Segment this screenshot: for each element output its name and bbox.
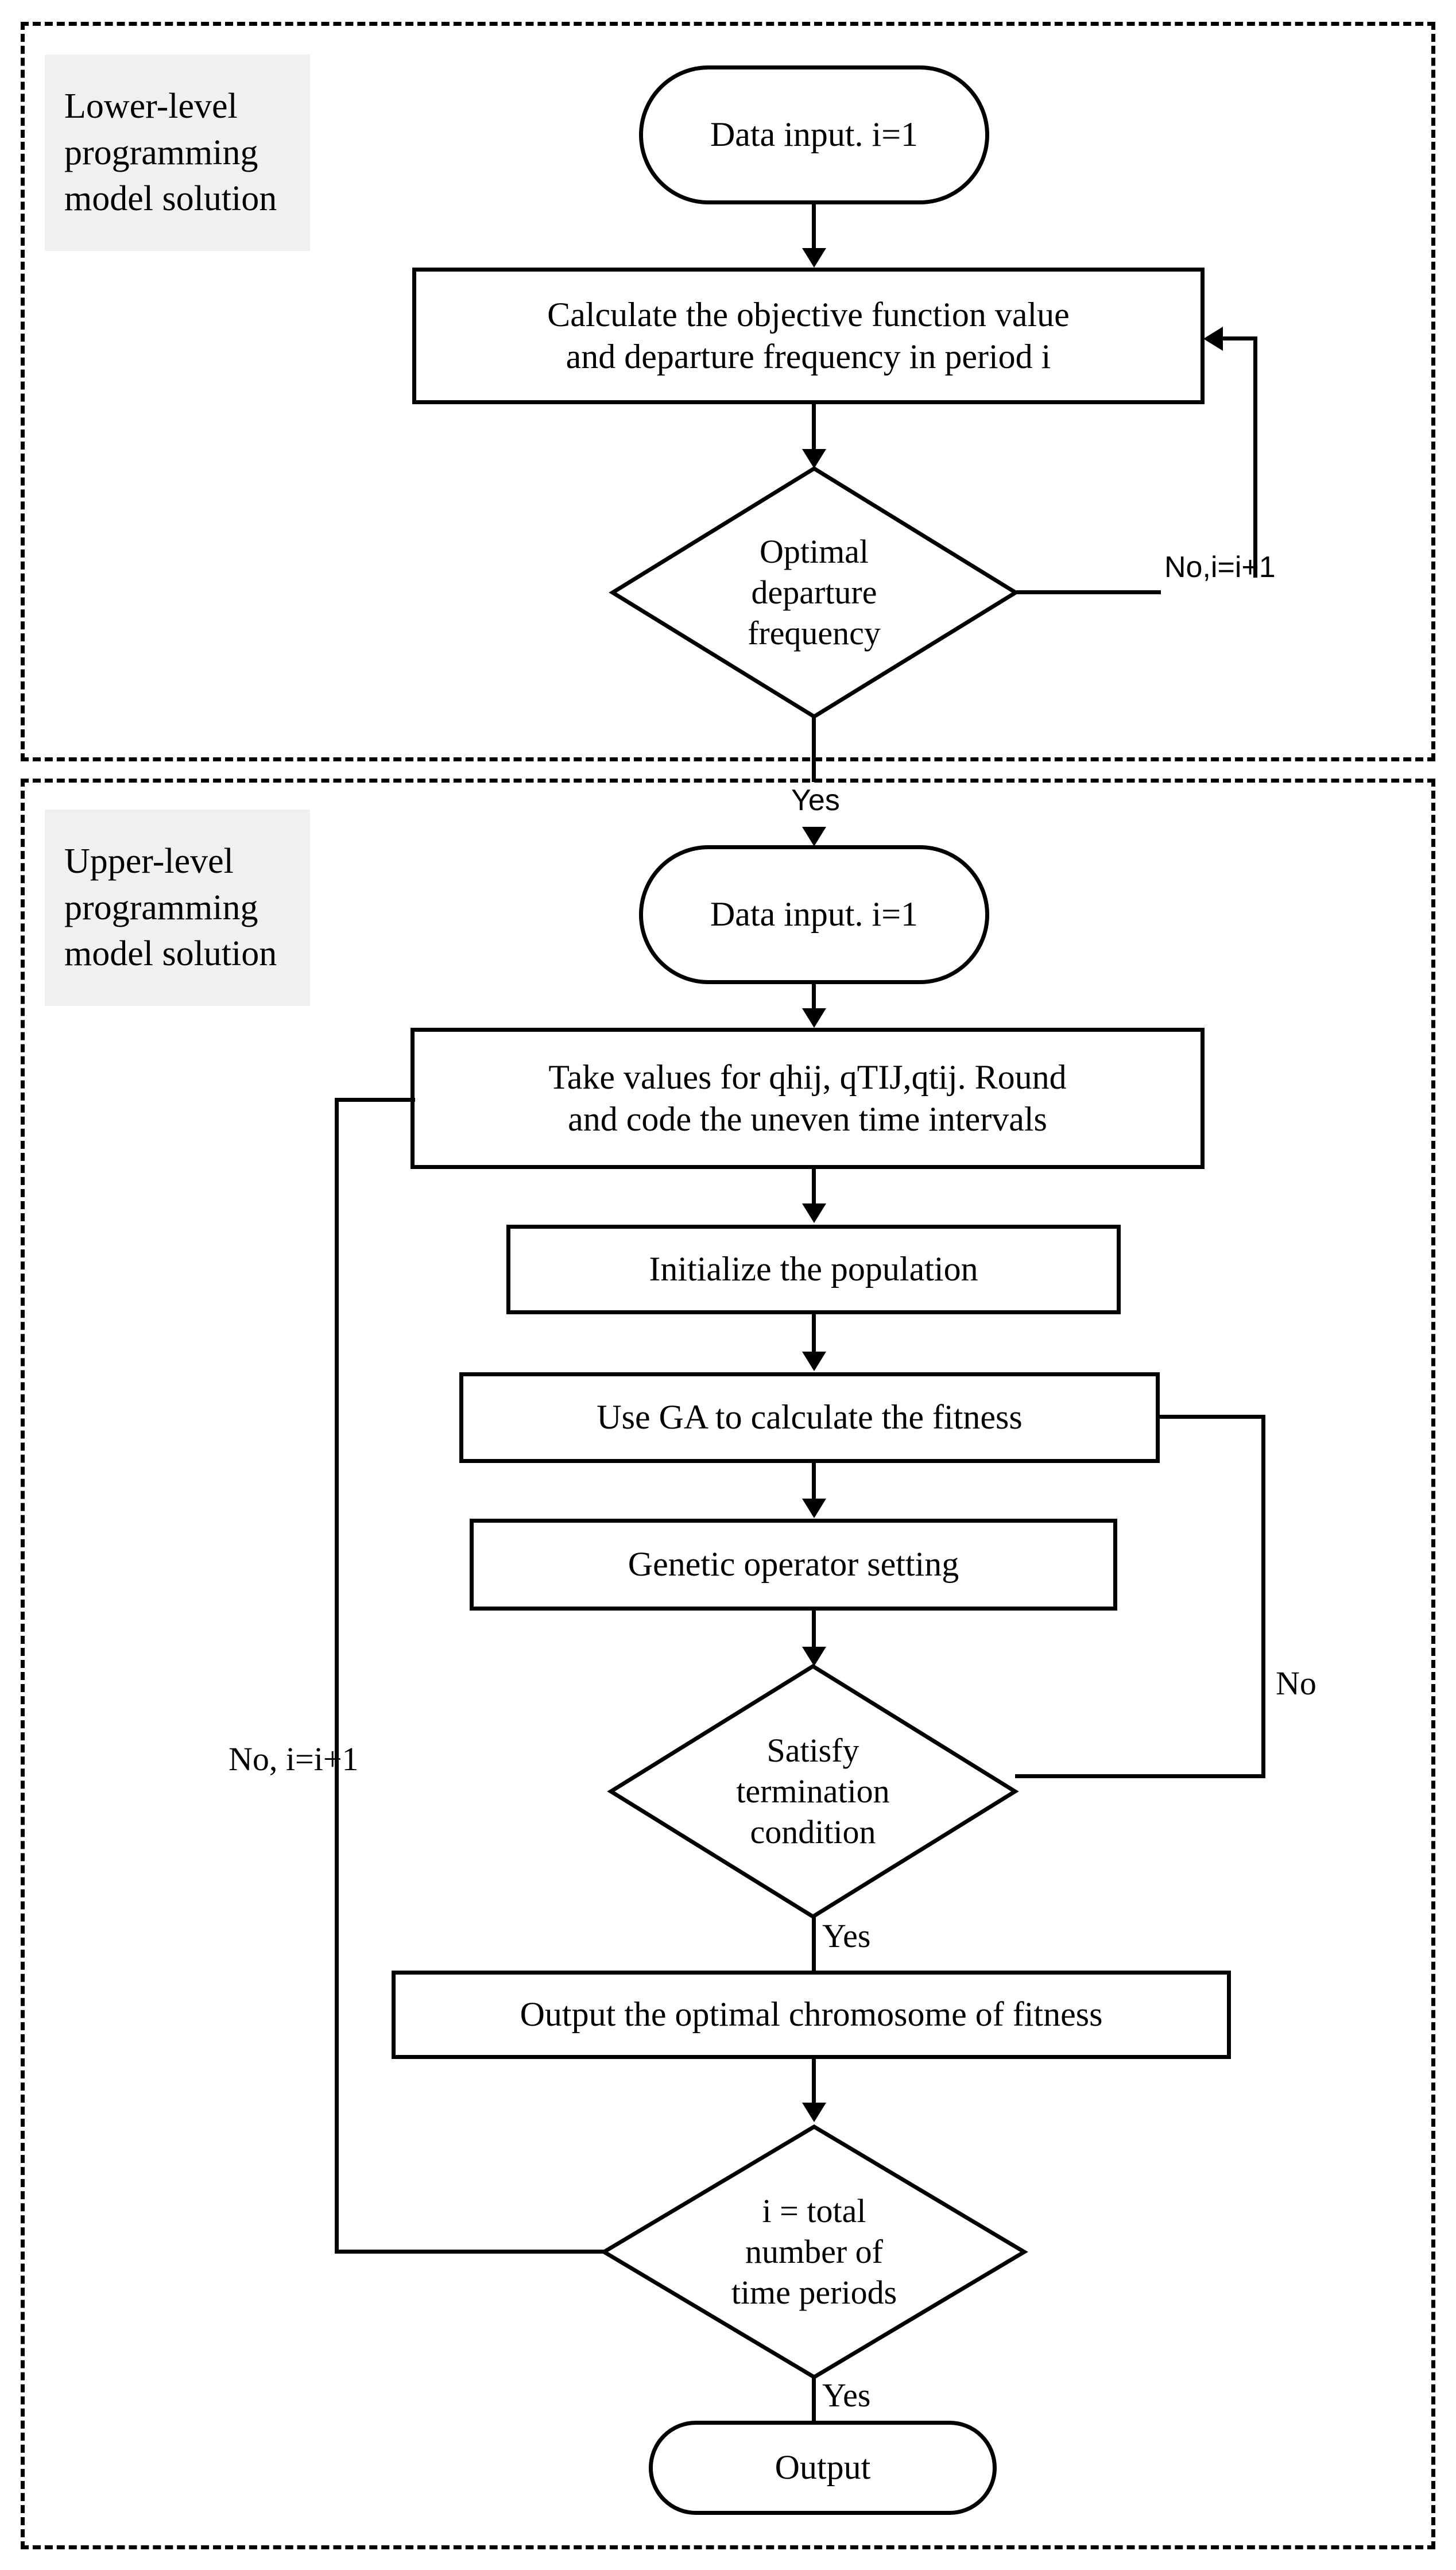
edge-lower-calc-to-decide (812, 404, 816, 454)
edge-total-no-into-take (335, 1098, 415, 1102)
node-upper-genop: Genetic operator setting (470, 1519, 1117, 1611)
node-upper-ga-text: Use GA to calculate the fitness (597, 1398, 1023, 1437)
edge-label-satisfy-no: No (1276, 1665, 1316, 1702)
node-upper-init: Initialize the population (506, 1225, 1121, 1314)
arrowhead-lower-calc (802, 248, 826, 268)
edge-label-total-no: No, i=i+1 (229, 1740, 359, 1778)
edge-output-to-total (812, 2059, 816, 2105)
edge-label-lower-no: No,i=i+1 (1164, 551, 1276, 584)
edge-lower-no-horizontal (1016, 590, 1161, 594)
edge-total-yes-vertical (812, 2377, 816, 2424)
edge-label-lower-yes: Yes (791, 784, 840, 817)
node-upper-start: Data input. i=1 (639, 845, 989, 984)
arrowhead-upper-total (802, 2103, 826, 2122)
edge-genop-to-satisfy (812, 1611, 816, 1650)
edge-lower-start-to-calc (812, 204, 816, 250)
edge-total-no-horizontal (335, 2250, 606, 2254)
node-lower-calc: Calculate the objective function value a… (412, 268, 1205, 404)
edge-ga-to-genop (812, 1463, 816, 1500)
edge-label-satisfy-yes: Yes (822, 1917, 871, 1954)
node-lower-decide-text: Optimal departure frequency (748, 532, 881, 652)
section-label-lower-level: Lower-level programming model solution (45, 55, 310, 251)
edge-label-total-yes: Yes (822, 2377, 871, 2414)
arrowhead-lower-calc-feedback (1203, 327, 1223, 351)
arrowhead-upper-take (802, 1008, 826, 1028)
node-upper-end-text: Output (775, 2448, 871, 2487)
edge-init-to-ga (812, 1314, 816, 1353)
edge-upper-start-to-take (812, 984, 816, 1009)
edge-take-to-init (812, 1169, 816, 1205)
edge-satisfy-no-into-ga (1156, 1415, 1265, 1419)
node-lower-calc-text: Calculate the objective function value a… (547, 295, 1070, 376)
node-upper-satisfy-text: Satisfy termination condition (736, 1731, 890, 1851)
arrowhead-upper-ga (802, 1352, 826, 1371)
node-upper-end: Output (649, 2421, 997, 2515)
node-upper-output-text: Output the optimal chromosome of fitness (520, 1995, 1103, 2034)
node-upper-init-text: Initialize the population (649, 1250, 978, 1288)
node-lower-decide: Optimal departure frequency (610, 466, 1018, 719)
edge-total-no-vertical (335, 1098, 339, 2252)
node-upper-start-text: Data input. i=1 (710, 895, 919, 934)
edge-satisfy-no-horizontal (1015, 1774, 1265, 1778)
edge-lower-yes-vertical (812, 717, 816, 782)
edge-lower-no-vertical (1253, 336, 1257, 578)
node-upper-satisfy: Satisfy termination condition (609, 1664, 1017, 1919)
node-upper-total-text: i = total number of time periods (731, 2192, 897, 2311)
arrowhead-upper-satisfy (802, 1647, 826, 1666)
node-lower-start-text: Data input. i=1 (710, 115, 919, 154)
node-upper-take-text: Take values for qhij, qTIJ,qtij. Round a… (548, 1058, 1067, 1138)
arrowhead-upper-genop (802, 1499, 826, 1518)
edge-lower-no-top (1223, 336, 1257, 340)
arrowhead-upper-init (802, 1203, 826, 1223)
arrowhead-lower-decide (802, 449, 826, 469)
node-upper-total: i = total number of time periods (602, 2124, 1027, 2379)
panel-lower-level (21, 22, 1435, 761)
node-upper-output: Output the optimal chromosome of fitness (392, 1971, 1231, 2059)
edge-satisfy-no-vertical (1261, 1415, 1265, 1776)
arrowhead-upper-start (802, 827, 826, 846)
node-lower-start: Data input. i=1 (639, 65, 989, 204)
node-upper-ga: Use GA to calculate the fitness (459, 1372, 1160, 1463)
edge-satisfy-yes-vertical (812, 1917, 816, 1973)
section-label-upper-level: Upper-level programming model solution (45, 810, 310, 1006)
node-upper-take: Take values for qhij, qTIJ,qtij. Round a… (411, 1028, 1205, 1169)
node-upper-genop-text: Genetic operator setting (628, 1545, 959, 1584)
panel-upper-level (21, 779, 1435, 2549)
